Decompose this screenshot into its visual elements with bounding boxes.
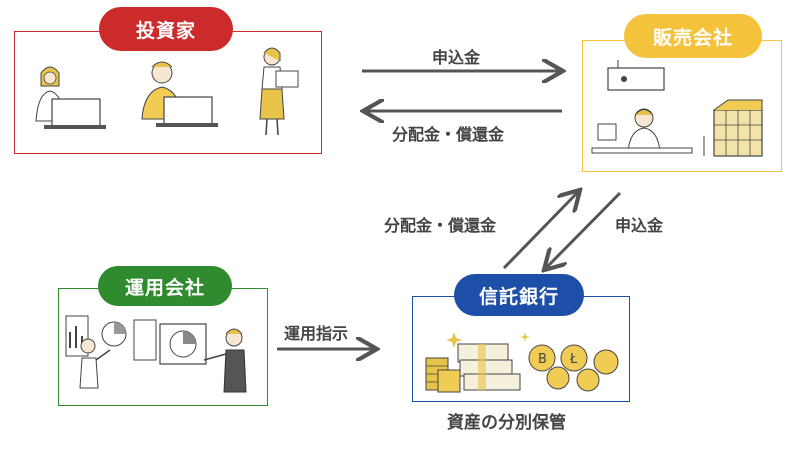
flow-label-application-money: 申込金 xyxy=(432,48,481,67)
investor-title: 投資家 xyxy=(99,7,233,51)
trustbank-illustration: B Ł xyxy=(425,332,619,393)
manager-illustration xyxy=(65,315,247,393)
flow-label-application-money-bank: 申込金 xyxy=(615,216,664,235)
caption-segregated-custody: 資産の分別保管 xyxy=(447,413,566,433)
distributor-title: 販売会社 xyxy=(624,14,762,58)
flow-label-distribution-redemption-bank: 分配金・償還金 xyxy=(384,216,497,235)
svg-text:B: B xyxy=(538,352,547,367)
distributor-illustration xyxy=(591,60,763,157)
flow-label-distribution-redemption: 分配金・償還金 xyxy=(392,125,505,144)
svg-text:Ł: Ł xyxy=(569,352,578,367)
arrow-bank-to-distributor xyxy=(502,192,578,270)
trustbank-title: 信託銀行 xyxy=(454,274,584,316)
investor-illustration xyxy=(35,47,299,136)
arrow-distributor-to-bank xyxy=(546,191,622,268)
flow-label-management-instruction: 運用指示 xyxy=(284,324,349,343)
manager-title: 運用会社 xyxy=(98,266,232,306)
